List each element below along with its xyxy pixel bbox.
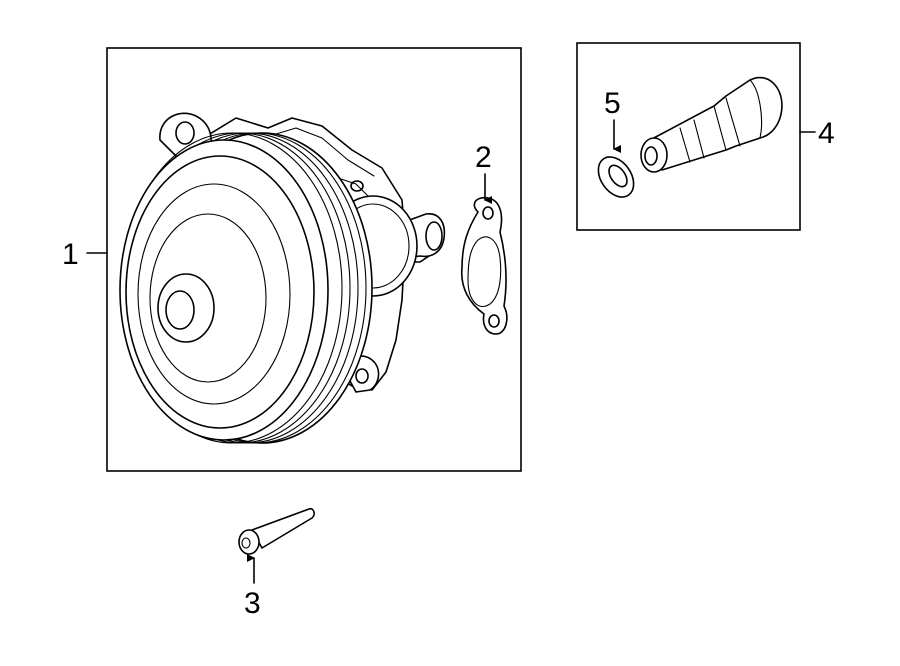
pulley-face-ring-3: [149, 213, 267, 383]
gasket-illustration[interactable]: [460, 196, 508, 335]
bolt-hole-upper: [350, 180, 364, 192]
housing-rib-1: [275, 127, 375, 177]
callout-5: 5: [604, 87, 621, 120]
callout-3: 3: [244, 587, 261, 620]
fitting-body: [649, 76, 783, 171]
callout-2: 2: [475, 141, 492, 174]
o-ring-outer: [597, 156, 635, 198]
water-pump-illustration[interactable]: [119, 112, 446, 444]
o-ring-illustration[interactable]: [591, 150, 641, 203]
bolt-illustration[interactable]: [238, 507, 315, 555]
pulley-face-ring-2: [137, 183, 291, 405]
fitting-nozzle-bore: [644, 146, 658, 166]
bolt-head-recess: [241, 537, 251, 549]
pulley-face-ring-1: [125, 155, 315, 429]
gasket-bolt-hole-top: [482, 206, 494, 220]
hub-bore: [165, 290, 195, 330]
bolt-shank: [251, 507, 315, 549]
callout-1: 1: [62, 238, 79, 271]
fitting-ring-line-1: [713, 105, 727, 151]
mounting-hole-bottom: [355, 368, 369, 384]
gasket-inner-opening: [467, 236, 502, 307]
mounting-hole-top: [175, 121, 195, 145]
gasket-bolt-hole-bottom: [488, 314, 500, 328]
pulley-front-face: [119, 139, 329, 441]
fitting-group-box: [576, 42, 801, 231]
water-pump-group-box: [106, 47, 522, 472]
fitting-barb-line-1: [679, 127, 691, 163]
fitting-illustration[interactable]: [640, 76, 783, 173]
fitting-collar-line: [749, 79, 763, 139]
callout-4: 4: [818, 117, 835, 150]
outlet-opening: [425, 221, 443, 251]
o-ring-inner: [608, 164, 628, 188]
fitting-barb-line-2: [693, 119, 705, 159]
fitting-ring-line-2: [725, 97, 741, 147]
